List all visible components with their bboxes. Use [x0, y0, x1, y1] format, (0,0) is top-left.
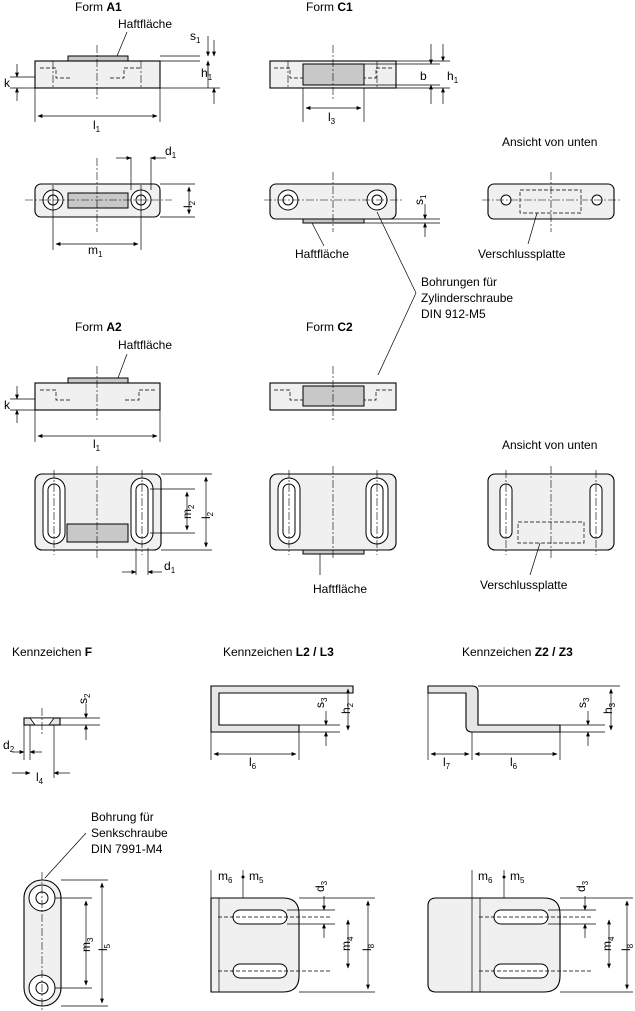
- form-c2-title: Form C2: [306, 320, 353, 334]
- kennzeichen-l-title: Kennzeichen L2 / L3: [223, 645, 334, 659]
- l-bracket-top-view: m6 m5 d3 m4 l8: [210, 869, 376, 993]
- washer-top-view: Bohrung für Senkschraube DIN 7991-M4 m3 …: [23, 810, 168, 1011]
- dim-m4-l: m4: [339, 936, 355, 951]
- adhesive-pad: [67, 55, 129, 62]
- dim-k-a1: k: [4, 76, 11, 90]
- dim-m4-z: m4: [600, 936, 616, 951]
- adhesive-pad-a2: [66, 523, 129, 543]
- dim-l1-a2: l1: [93, 437, 101, 453]
- dim-h1-a1: h1: [201, 66, 213, 82]
- dim-s3-z: s3: [575, 697, 591, 708]
- dim-m5-z: m5: [510, 869, 525, 885]
- form-a2-view: Form A2 Haftfläche k l1 m2 l2: [4, 320, 215, 575]
- bottom-view-2-label: Verschlussplatte: [480, 578, 568, 592]
- svg-text:Bohrungen für: Bohrungen für: [421, 275, 497, 289]
- adhesive-pad-c1: [302, 63, 365, 86]
- form-c1-title: Form C1: [306, 0, 353, 14]
- magnet-housing: [34, 60, 161, 89]
- dim-l2-a1: l2: [181, 200, 197, 208]
- form-a1-view: Form A1 Haftfläche s1 h1 k l1: [4, 0, 220, 259]
- form-a2-haftflaeche-label: Haftfläche: [118, 338, 172, 352]
- kennzeichen-z-title: Kennzeichen Z2 / Z3: [462, 645, 573, 659]
- dim-l4: l4: [36, 770, 44, 786]
- dim-d2: d2: [3, 738, 15, 754]
- svg-text:Bohrung für: Bohrung für: [91, 810, 154, 824]
- dim-m3: m3: [79, 937, 95, 952]
- kennzeichen-f: Kennzeichen F s2 d2 l4: [3, 645, 100, 786]
- angle-bracket-l: [210, 685, 354, 733]
- dim-d3-z: d3: [574, 880, 590, 892]
- dim-m2: m2: [180, 504, 196, 519]
- dim-m6-z: m6: [478, 869, 493, 885]
- dim-l1-a1: l1: [93, 118, 101, 134]
- kennzeichen-f-title: Kennzeichen F: [12, 645, 92, 659]
- adhesive-pad-top: [67, 192, 129, 209]
- washer-plate: [23, 879, 62, 1007]
- dim-d1-a1: d1: [165, 144, 177, 160]
- dim-m1: m1: [88, 243, 103, 259]
- dim-s1-a1: s1: [190, 29, 201, 45]
- z-bracket: [427, 685, 561, 733]
- dim-s3-l: s3: [313, 697, 329, 708]
- dim-d1-a2: d1: [164, 559, 176, 575]
- form-c1-view: Form C1 l3 b h1 s1 Haftfläche: [264, 0, 459, 261]
- bottom-view-1-title: Ansicht von unten: [502, 135, 597, 149]
- bohrungen-callout: Bohrungen für Zylinderschraube DIN 912-M…: [376, 211, 513, 376]
- dim-b: b: [420, 69, 427, 83]
- dim-s1-c1: s1: [412, 194, 428, 205]
- svg-text:DIN 912-M5: DIN 912-M5: [421, 307, 486, 321]
- dim-l5: l5: [96, 943, 112, 951]
- dim-d3-l: d3: [313, 880, 329, 892]
- magnet-housing-a2: [34, 382, 161, 411]
- bottom-view-1: Ansicht von unten Verschlussplatte: [478, 135, 620, 261]
- dim-l8-l: l8: [360, 943, 376, 951]
- dim-s2: s2: [76, 693, 92, 704]
- dim-l6-z: l6: [510, 755, 518, 771]
- dim-l3: l3: [328, 110, 336, 126]
- form-c2-view: Form C2 Haftfläche: [269, 320, 397, 596]
- z-bracket-top-view: m6 m5 d3 m4 l8: [427, 869, 635, 993]
- dim-h2: h2: [339, 702, 355, 714]
- dim-l7: l7: [443, 755, 451, 771]
- form-a1-haftflaeche-label: Haftfläche: [118, 17, 172, 31]
- kennzeichen-z: Kennzeichen Z2 / Z3 l7 l6 s3 h3: [427, 645, 620, 771]
- dim-h1-c1: h1: [447, 69, 459, 85]
- form-a2-title: Form A2: [75, 320, 122, 334]
- bottom-view-2-title: Ansicht von unten: [502, 438, 597, 452]
- svg-text:Senkschraube: Senkschraube: [91, 826, 168, 840]
- dim-l8-z: l8: [619, 943, 635, 951]
- svg-text:DIN 7991-M4: DIN 7991-M4: [91, 842, 163, 856]
- bottom-view-2: Ansicht von unten Verschlussplatte: [480, 438, 615, 592]
- kennzeichen-l: Kennzeichen L2 / L3 s3 h2 l6: [210, 645, 355, 771]
- form-c2-haftflaeche-label: Haftfläche: [313, 582, 367, 596]
- dim-m5-l: m5: [249, 869, 264, 885]
- svg-text:Zylinderschraube: Zylinderschraube: [421, 291, 513, 305]
- dim-m6-l: m6: [218, 869, 233, 885]
- bottom-view-1-label: Verschlussplatte: [478, 247, 566, 261]
- form-c1-haftflaeche-label: Haftfläche: [295, 247, 349, 261]
- form-a1-title: Form A1: [75, 0, 122, 14]
- dim-l2-a2: l2: [199, 511, 215, 519]
- dim-h3: h3: [601, 702, 617, 714]
- dim-l6-l: l6: [249, 755, 257, 771]
- dim-k-a2: k: [4, 398, 11, 412]
